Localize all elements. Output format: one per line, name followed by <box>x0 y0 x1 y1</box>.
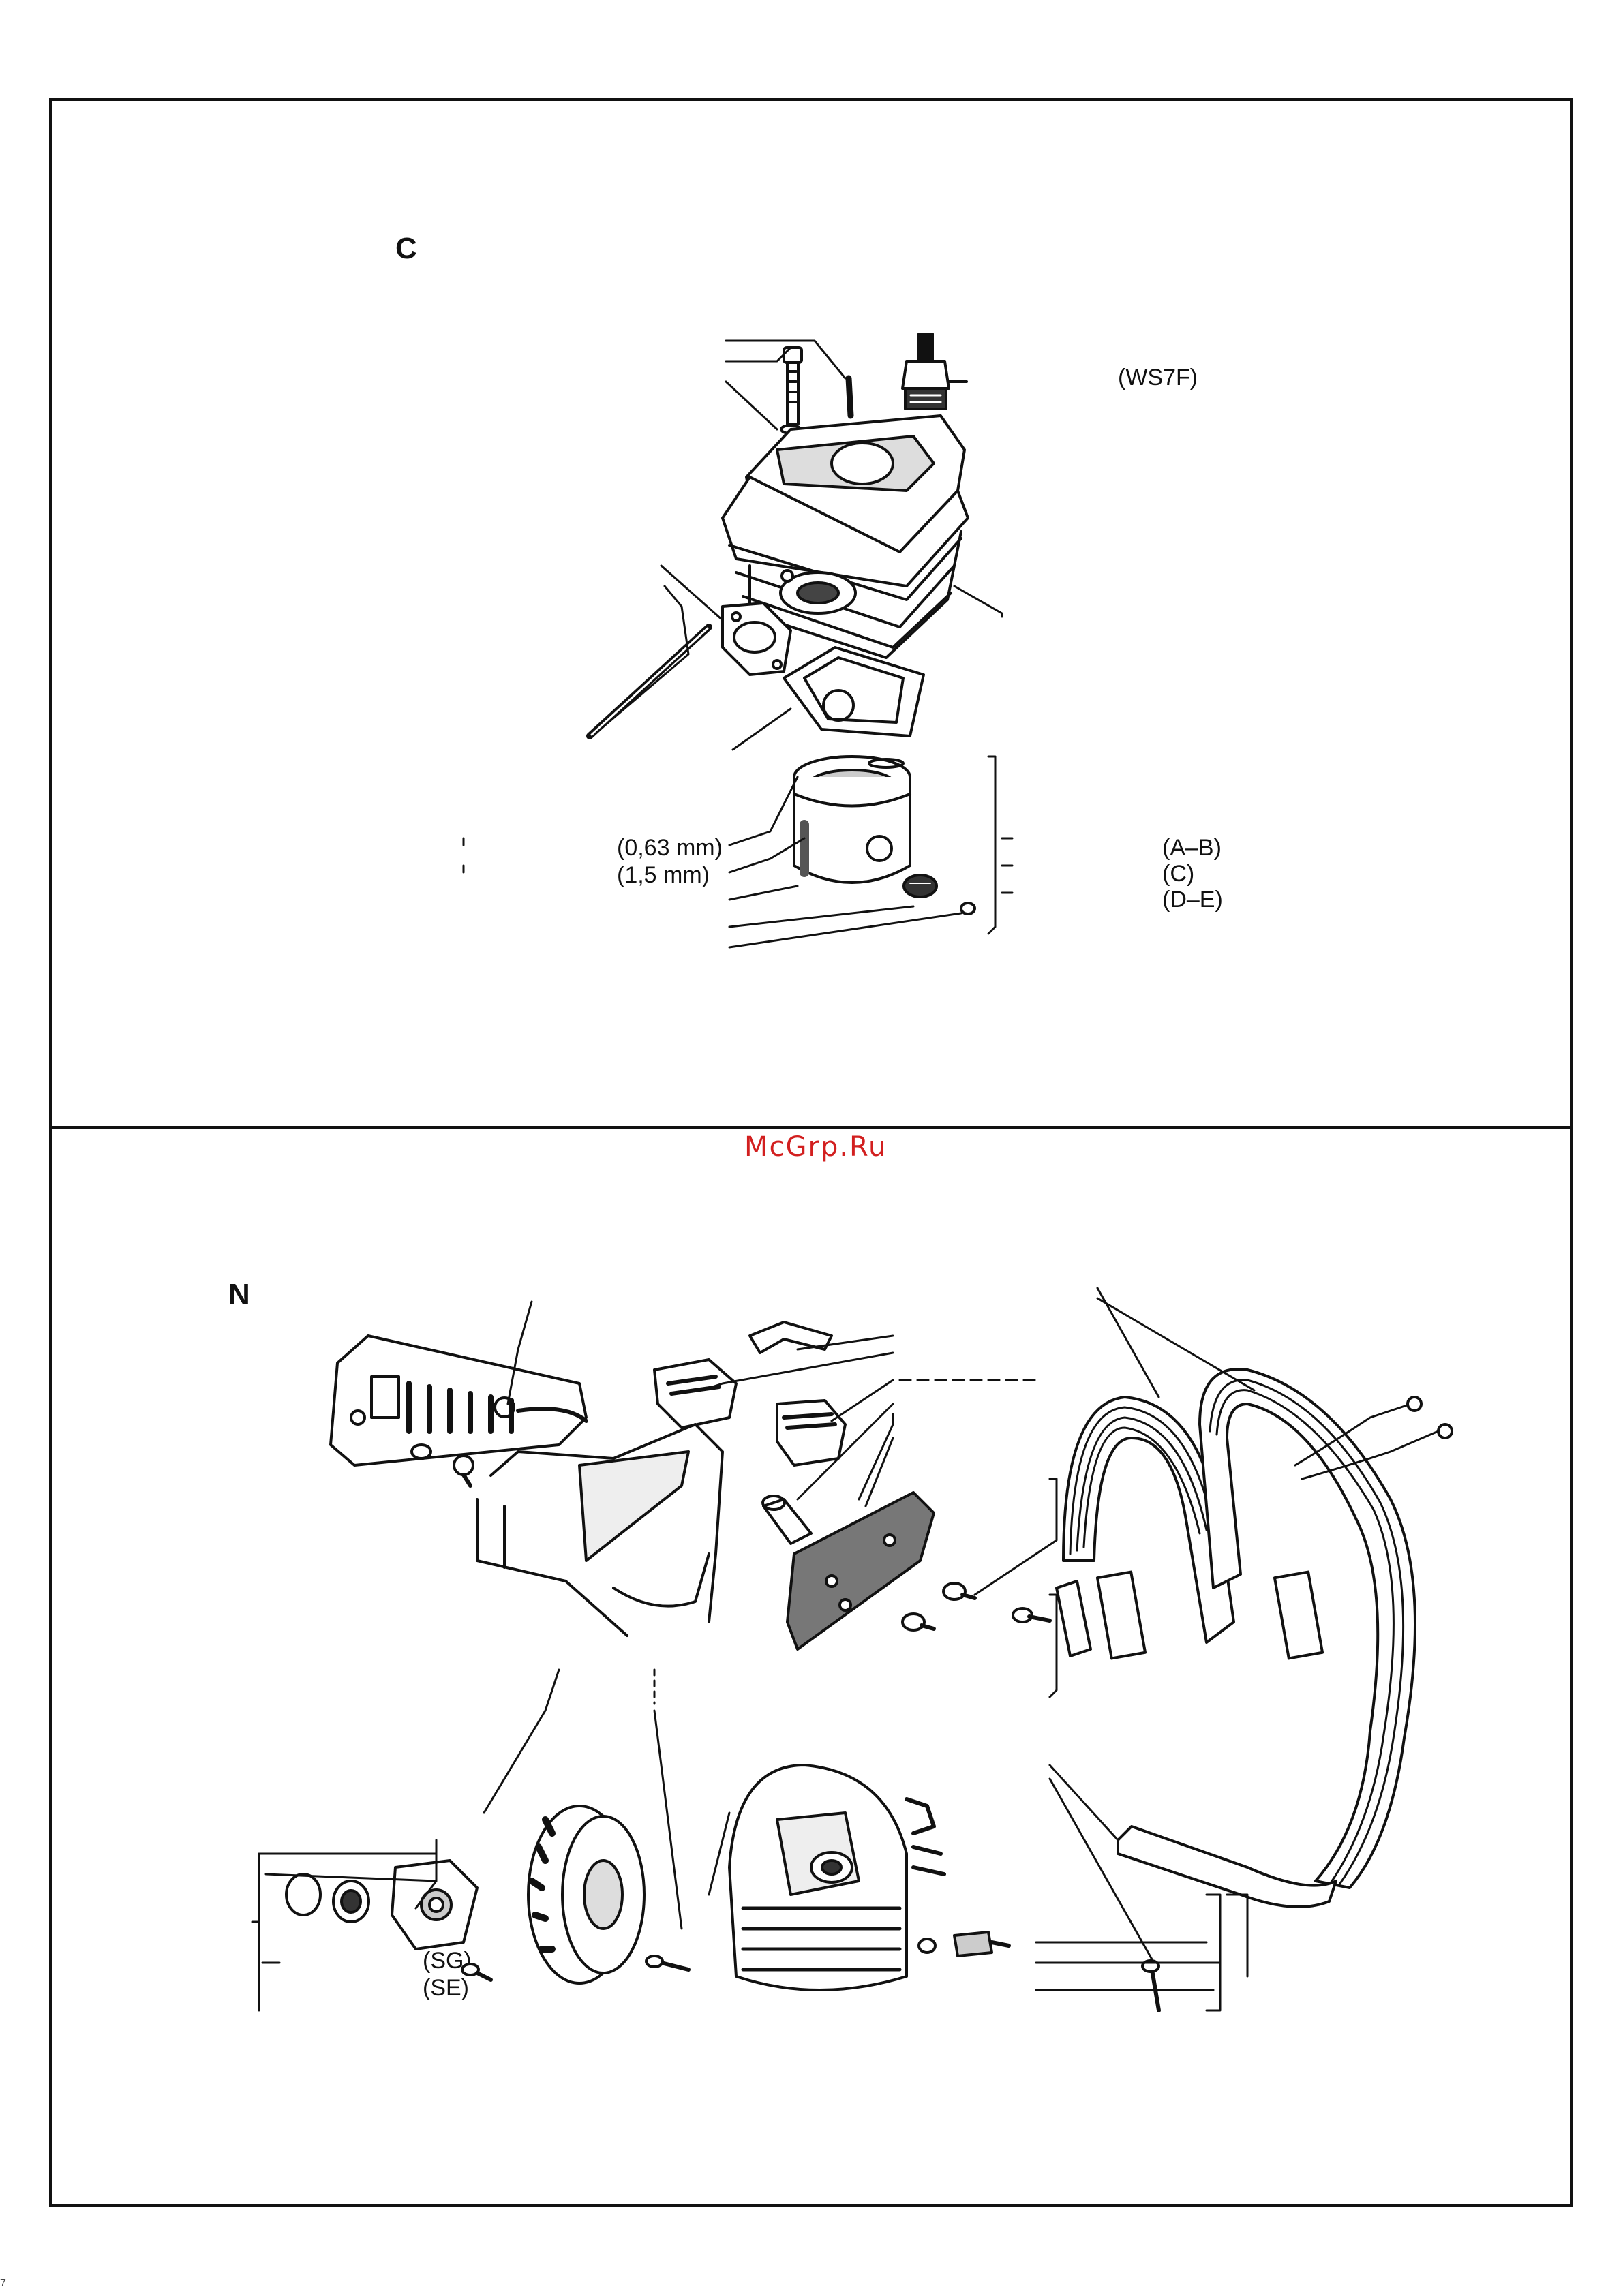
section-n-letter: N <box>228 1278 250 1312</box>
size-class-ab: (A–B) <box>1162 835 1222 861</box>
ring-thickness-label: (0,63 mm) <box>617 835 723 861</box>
section-divider <box>49 1126 1573 1129</box>
variant-sg-label: (SG) <box>423 1948 472 1974</box>
watermark-text: McGrp.Ru <box>744 1131 887 1163</box>
size-class-de: (D–E) <box>1162 887 1223 913</box>
ring-width-label: (1,5 mm) <box>617 862 710 889</box>
footer-page-mark: 7 <box>0 2278 6 2290</box>
section-c-letter: C <box>395 232 417 266</box>
spark-plug-code: (WS7F) <box>1118 365 1198 391</box>
variant-se-label: (SE) <box>423 1975 469 2002</box>
size-class-c: (C) <box>1162 861 1194 887</box>
